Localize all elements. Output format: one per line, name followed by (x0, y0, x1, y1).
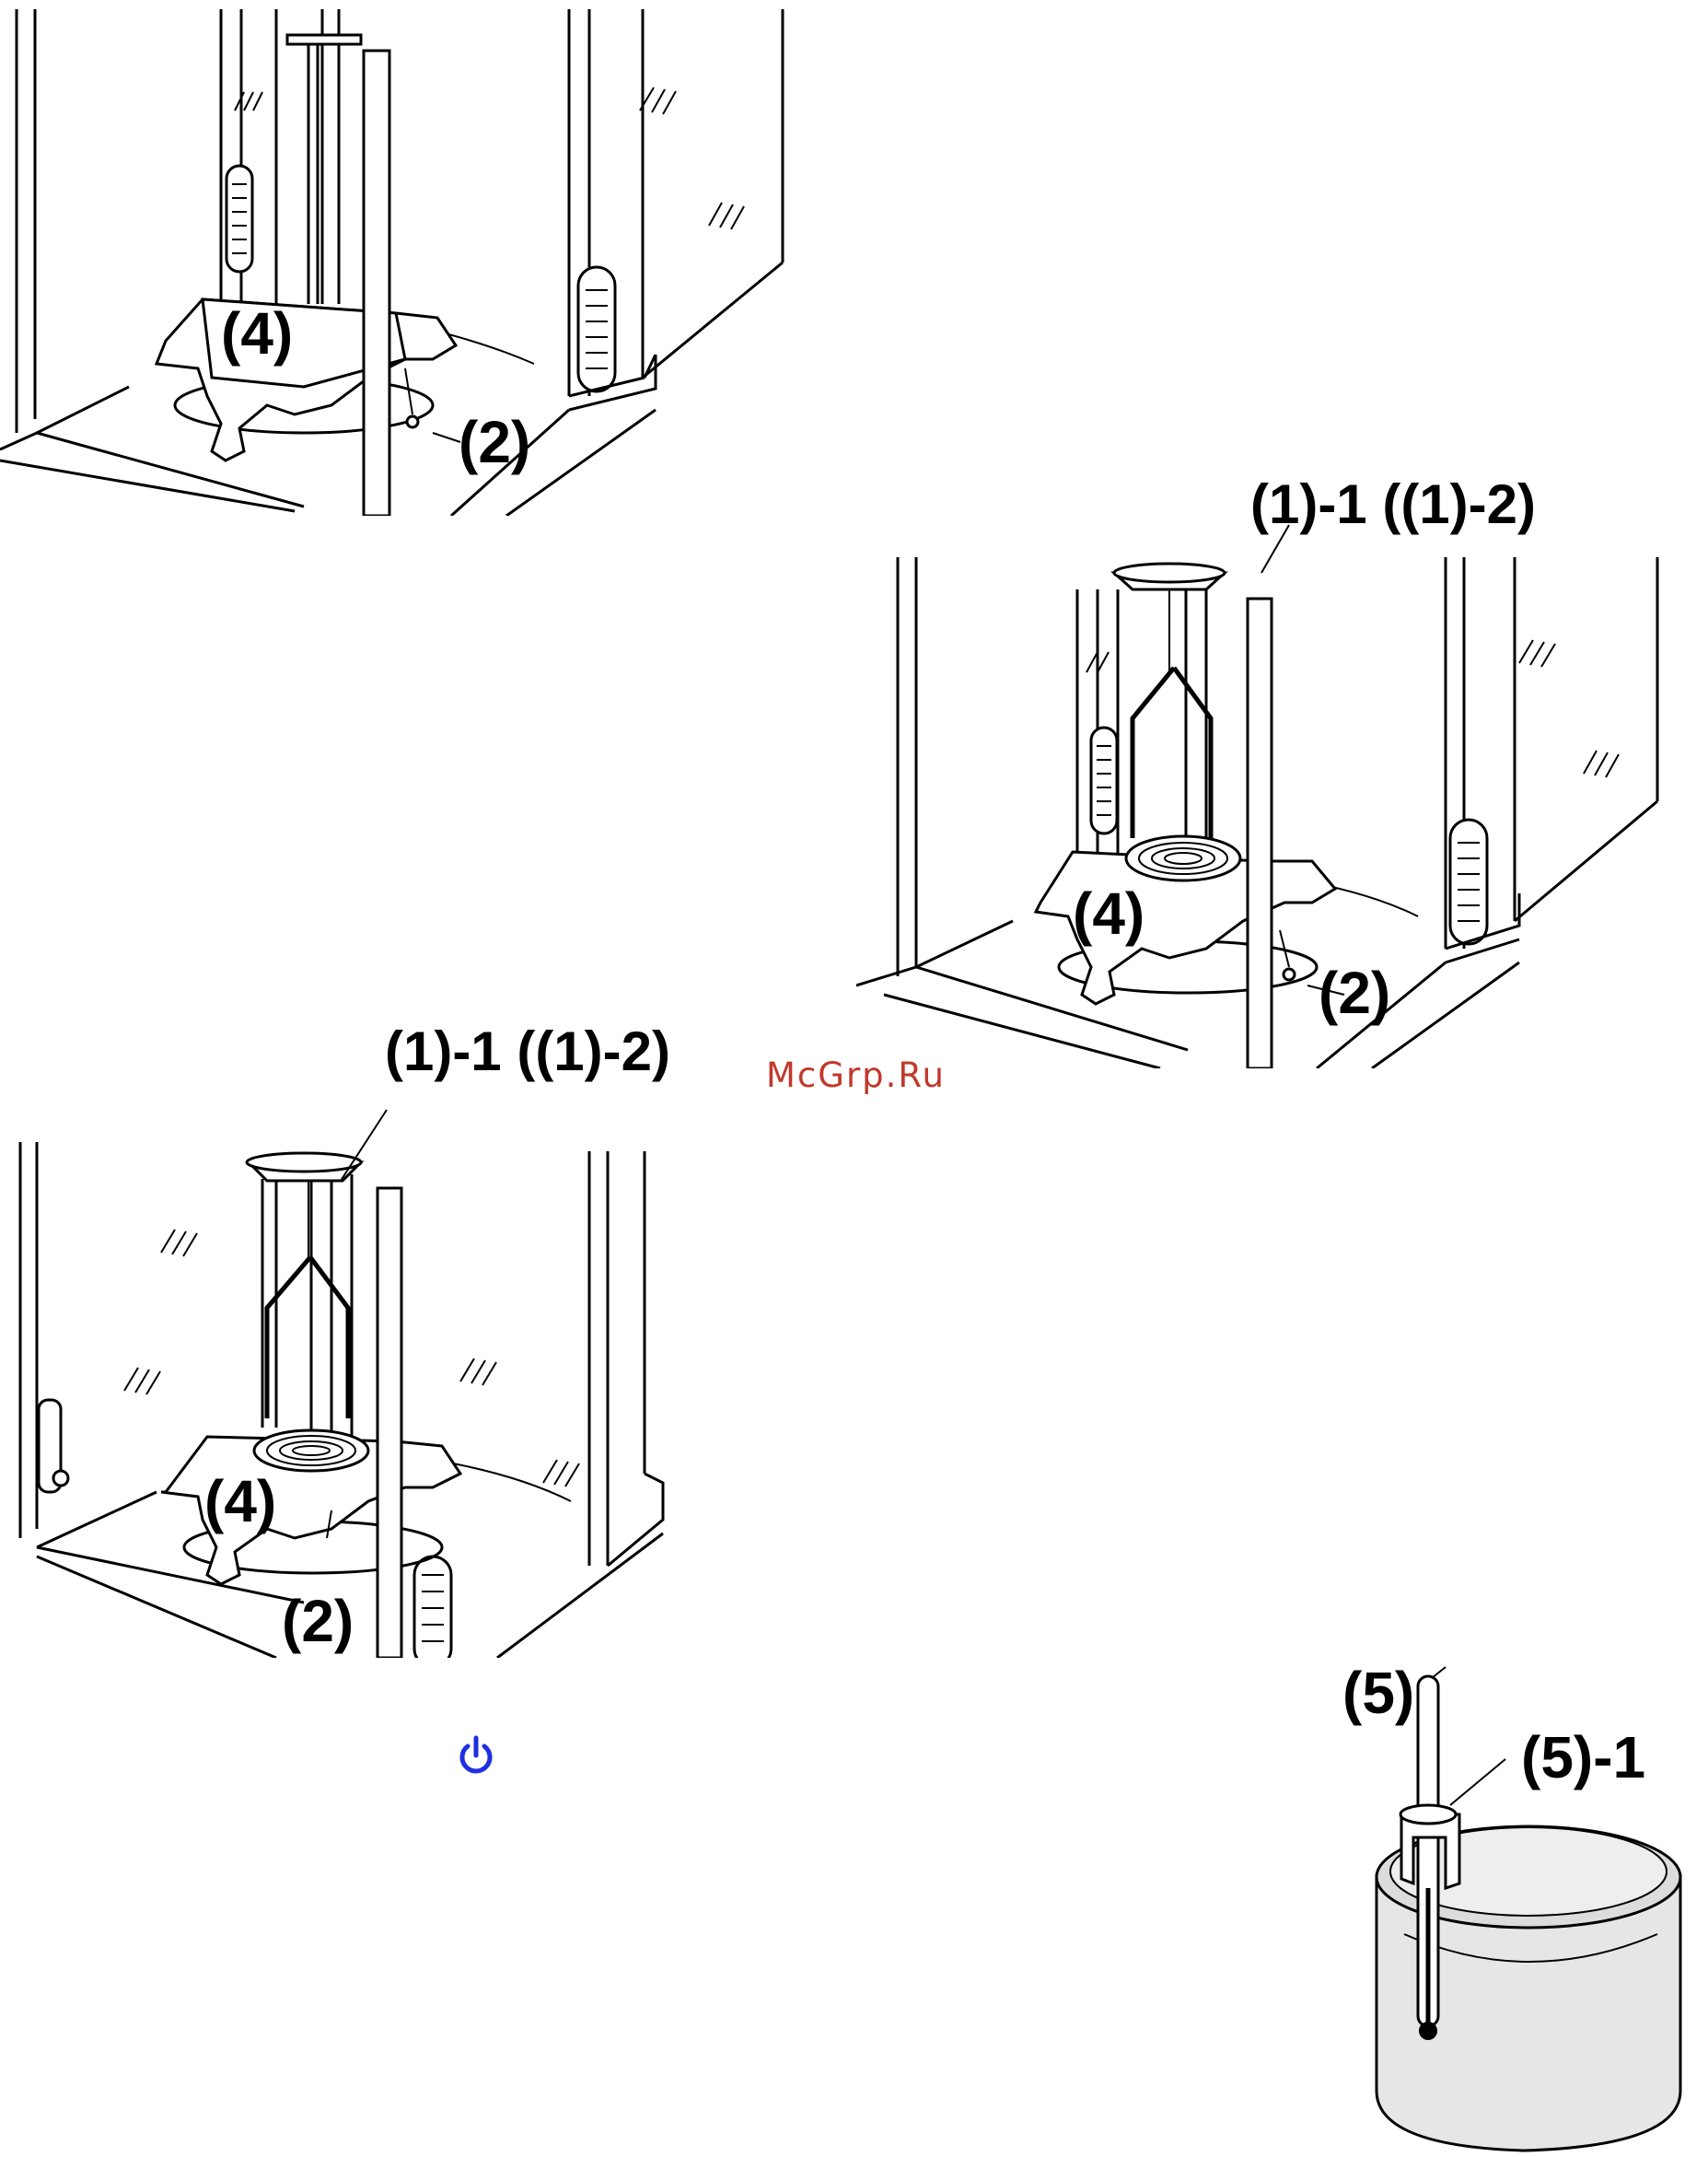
figure-balance-pan-mounted-right (856, 497, 1667, 1068)
callout-pan-support: (4) (204, 1472, 276, 1531)
callout-pan: (1)-1 ((1)-2) (1250, 477, 1536, 532)
power-icon (453, 1733, 499, 1779)
watermark-text: McGrp.Ru (766, 1055, 946, 1095)
figure-balance-pan-support-installed (0, 0, 810, 516)
callout-pan-support: (4) (221, 304, 293, 363)
callout-holder: (5)-1 (1521, 1728, 1645, 1787)
callout-thermometer: (5) (1342, 1663, 1414, 1722)
callout-pan: (1)-1 ((1)-2) (385, 1024, 670, 1079)
callout-pan-support: (4) (1073, 884, 1144, 943)
callout-screw: (2) (282, 1592, 354, 1650)
figure-balance-pan-mounted-left (0, 1087, 700, 1658)
callout-screw: (2) (1319, 963, 1390, 1022)
callout-screw: (2) (459, 413, 530, 472)
